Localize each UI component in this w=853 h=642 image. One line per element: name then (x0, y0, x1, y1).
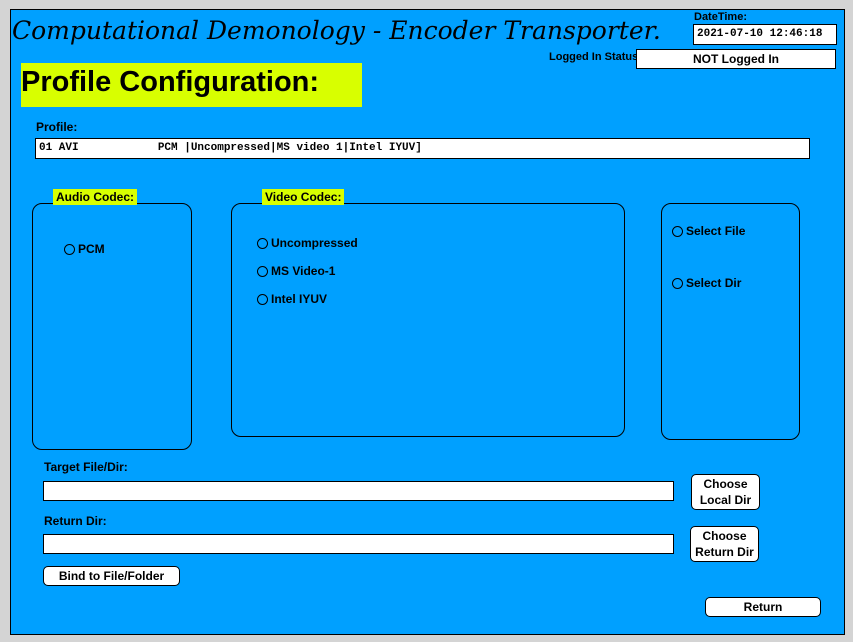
profile-label: Profile: (36, 120, 78, 134)
datetime-label: DateTime: (694, 11, 747, 23)
radio-uncompressed[interactable]: Uncompressed (257, 236, 358, 250)
app-title: Computational Demonology - Encoder Trans… (12, 16, 661, 45)
return-button[interactable]: Return (705, 597, 821, 617)
radio-icon (257, 237, 268, 249)
page-title: Profile Configuration: (21, 66, 320, 98)
target-input[interactable] (43, 481, 674, 501)
radio-icon (672, 225, 683, 237)
login-status-field: NOT Logged In (636, 49, 836, 69)
profile-field[interactable]: 01 AVI PCM |Uncompressed|MS video 1|Inte… (35, 138, 810, 159)
radio-pcm[interactable]: PCM (64, 242, 105, 256)
radio-icon (257, 265, 268, 277)
video-codec-group (231, 203, 625, 437)
page-title-banner: Profile Configuration: (21, 63, 362, 107)
return-dir-label: Return Dir: (44, 514, 107, 528)
radio-intel-iyuv[interactable]: Intel IYUV (257, 292, 327, 306)
datetime-field: 2021-07-10 12:46:18 (693, 24, 837, 45)
return-dir-input[interactable] (43, 534, 674, 554)
radio-icon (64, 243, 75, 255)
radio-select-file[interactable]: Select File (672, 224, 745, 238)
choose-return-dir-button[interactable]: Choose Return Dir (690, 526, 759, 562)
radio-select-dir[interactable]: Select Dir (672, 276, 741, 290)
choose-local-dir-button[interactable]: Choose Local Dir (691, 474, 760, 510)
target-label: Target File/Dir: (44, 460, 128, 474)
radio-icon (672, 277, 683, 289)
login-status-label: Logged In Status: (549, 51, 642, 63)
select-mode-group (661, 203, 800, 440)
video-codec-legend: Video Codec: (262, 189, 345, 205)
audio-codec-group (32, 203, 192, 450)
bind-button[interactable]: Bind to File/Folder (43, 566, 180, 586)
radio-ms-video-1[interactable]: MS Video-1 (257, 264, 335, 278)
audio-codec-legend: Audio Codec: (53, 189, 137, 205)
radio-icon (257, 293, 268, 305)
